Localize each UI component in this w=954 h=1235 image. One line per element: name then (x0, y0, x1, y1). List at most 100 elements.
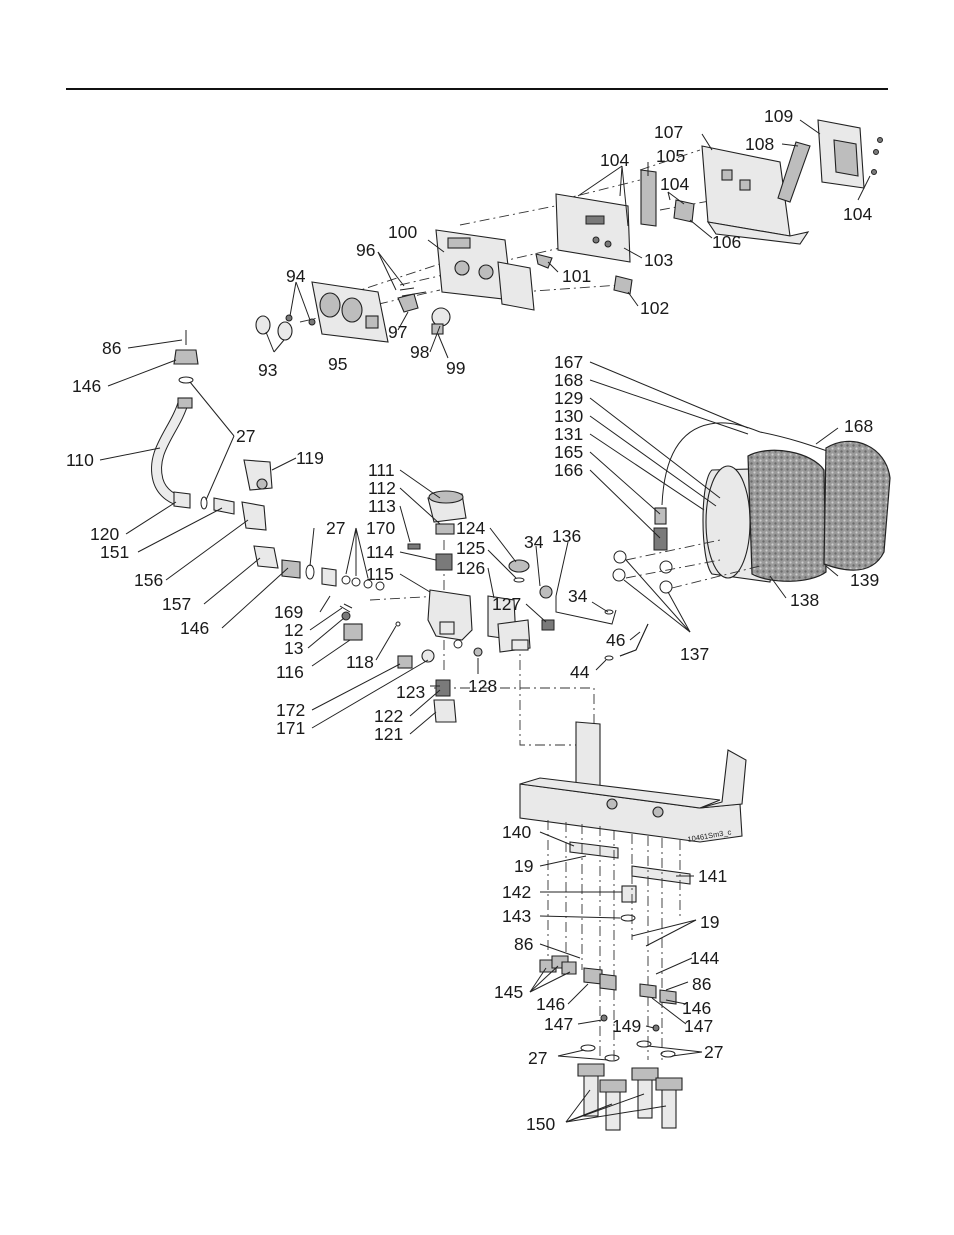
valve-body-115 (427, 589, 473, 641)
callout: 157 (162, 594, 191, 614)
callout: 13 (284, 638, 303, 658)
callout: 12 (284, 620, 303, 640)
cartridge-114 (435, 553, 453, 571)
callout: 93 (258, 360, 277, 380)
callout: 138 (790, 590, 819, 610)
fitting-170 (321, 567, 337, 587)
callout: 116 (276, 662, 304, 682)
ring-118 (395, 621, 401, 627)
callout: 169 (274, 602, 303, 622)
nut-146 (599, 973, 617, 991)
callout: 156 (134, 570, 163, 590)
callout: 86 (514, 934, 533, 954)
callout: 146 (682, 998, 711, 1018)
callout-labels: 109 107 108 104 105 104 104 100 106 96 1… (66, 106, 879, 1134)
callout: 44 (570, 662, 590, 682)
callout: 165 (554, 442, 583, 462)
callout: 170 (366, 518, 395, 538)
callout: 119 (296, 448, 324, 468)
callout: 172 (276, 700, 305, 720)
callout: 145 (494, 982, 523, 1002)
wire-168 (759, 431, 831, 453)
display-housing-100 (435, 229, 535, 311)
callout: 143 (502, 906, 531, 926)
callout: 110 (66, 450, 94, 470)
callout: 34 (524, 532, 544, 552)
nut-145 (561, 961, 577, 975)
rear-case-107 (701, 145, 810, 245)
nut-146 (583, 967, 603, 985)
circuit-board-103 (555, 193, 631, 263)
callout: 142 (502, 882, 531, 902)
callout: 115 (366, 564, 394, 584)
callout: 171 (276, 718, 305, 738)
screw-104 (871, 169, 877, 175)
control-panel-assembly (255, 119, 883, 343)
callout: 141 (698, 866, 727, 886)
strip-108 (777, 141, 811, 203)
leader-lines (99, 119, 871, 1123)
callout: 98 (410, 342, 429, 362)
screw-104 (877, 137, 883, 143)
callout: 94 (286, 266, 306, 286)
callout: 100 (388, 222, 417, 242)
callout: 118 (346, 652, 374, 672)
ring-143 (620, 914, 636, 922)
clip-12 (339, 603, 353, 613)
callout: 103 (644, 250, 673, 270)
screw-104 (873, 149, 879, 155)
callout: 147 (684, 1016, 713, 1036)
knob-98 (431, 307, 451, 327)
callout: 125 (456, 538, 485, 558)
callout: 122 (374, 706, 403, 726)
plate-140 (569, 841, 619, 859)
cap-124 (508, 559, 530, 573)
cover-109 (817, 119, 865, 189)
callout: 99 (446, 358, 465, 378)
sensor-165 (654, 507, 667, 525)
callout: 128 (468, 676, 497, 696)
callout: 113 (368, 496, 396, 516)
callout: 144 (690, 948, 719, 968)
callout: 101 (562, 266, 591, 286)
elbow-157 (253, 545, 279, 569)
plug-147 (600, 1014, 608, 1022)
callout: 137 (680, 644, 709, 664)
callout: 146 (180, 618, 209, 638)
callout: 167 (554, 352, 583, 372)
button-99 (431, 323, 444, 335)
nut-146b (281, 559, 301, 579)
callout: 109 (764, 106, 793, 126)
adapter-112 (435, 523, 455, 535)
fitting-34 (539, 585, 553, 599)
clip-113 (407, 543, 421, 550)
terminal-106 (673, 199, 695, 223)
gasket-137 (613, 550, 627, 564)
callout: 146 (536, 994, 565, 1014)
screws-96 (399, 287, 427, 297)
callout: 129 (554, 388, 583, 408)
callout: 147 (544, 1014, 573, 1034)
sensor-166 (653, 527, 668, 551)
callout: 108 (745, 134, 774, 154)
bracket-101 (535, 253, 553, 269)
callout: 127 (492, 594, 521, 614)
callout: 168 (844, 416, 873, 436)
gasket-137 (612, 568, 626, 582)
cap-172 (397, 655, 413, 669)
callout: 27 (236, 426, 255, 446)
callout: 86 (692, 974, 711, 994)
valve-block-assembly (339, 490, 614, 746)
callout: 19 (700, 912, 719, 932)
washer-27 (604, 1054, 620, 1062)
callout: 104 (600, 150, 629, 170)
callout: 140 (502, 822, 531, 842)
callout: 86 (102, 338, 121, 358)
ring-123 (453, 639, 463, 649)
callout: 95 (328, 354, 347, 374)
callout: 34 (568, 586, 588, 606)
pipe-150 (577, 1063, 683, 1131)
callout: 131 (554, 424, 583, 444)
insulation-139 (823, 440, 891, 571)
